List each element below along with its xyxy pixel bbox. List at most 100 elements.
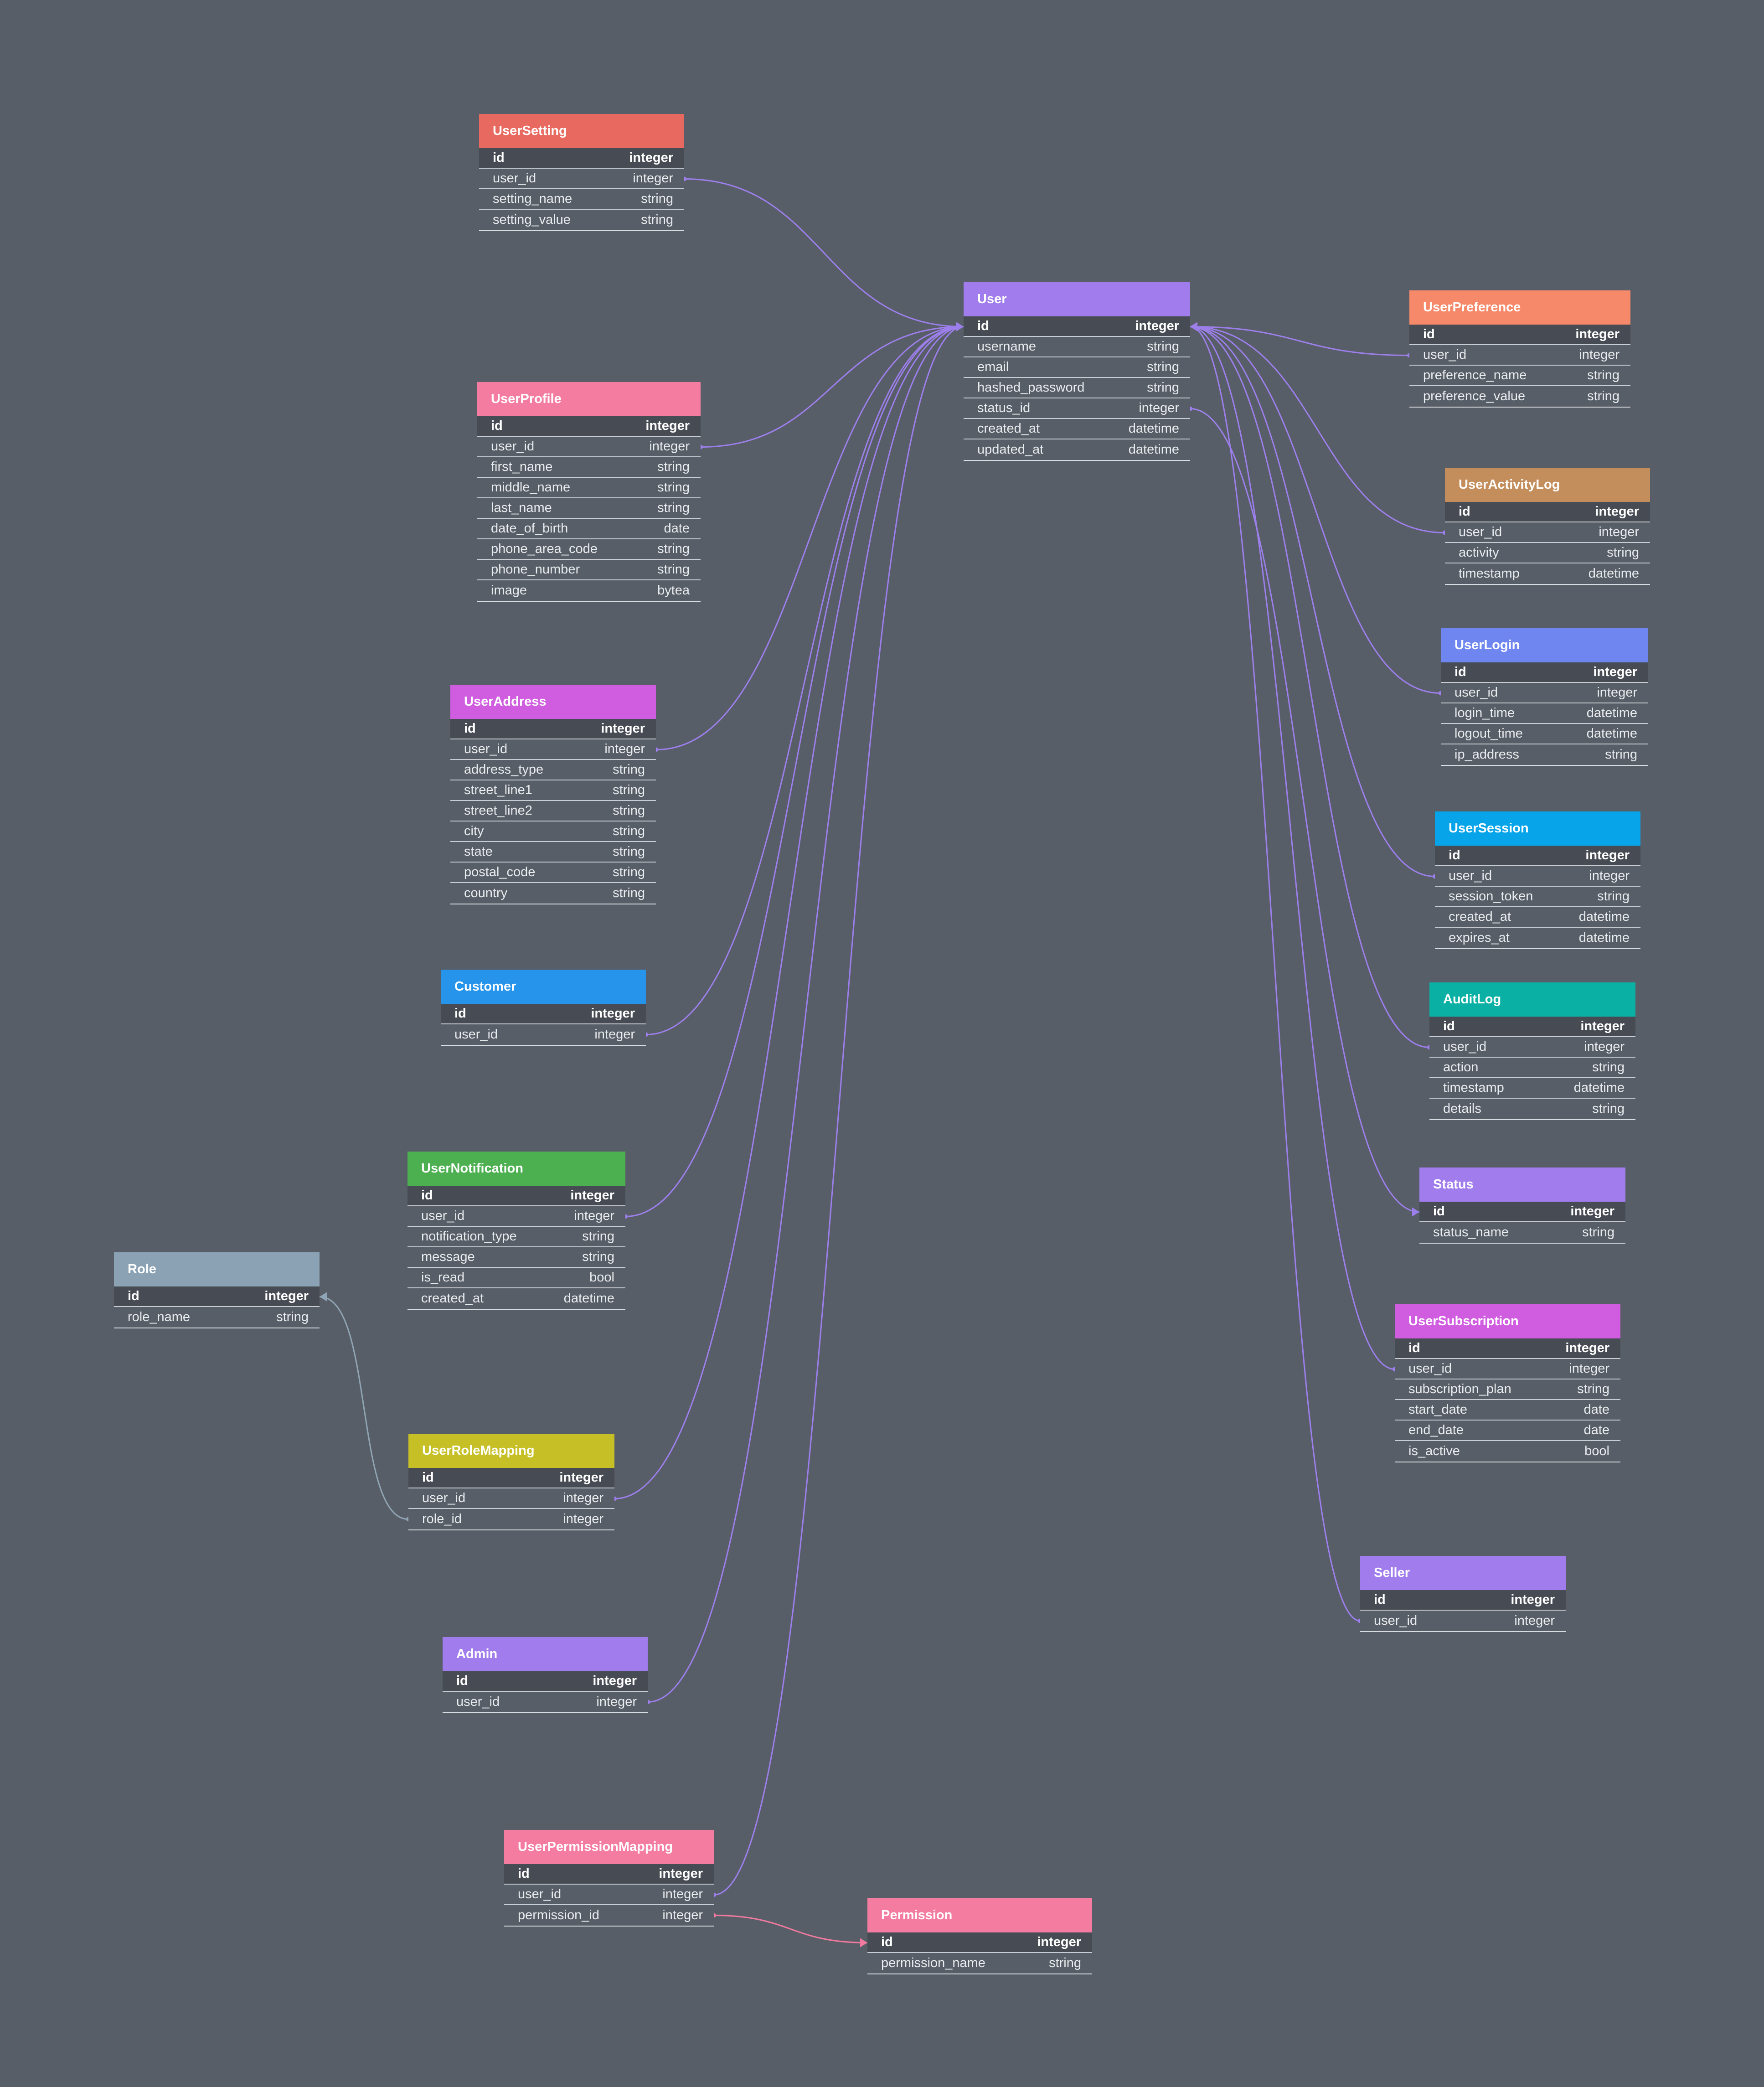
table-header[interactable]: UserSubscription	[1395, 1304, 1620, 1338]
table-header[interactable]: UserNotification	[407, 1152, 625, 1186]
field-name: id	[464, 721, 476, 736]
field-type: integer	[662, 1887, 703, 1901]
relation-edge-userrolemapping-user	[614, 326, 964, 1499]
field-type: string	[1147, 380, 1179, 395]
field-type: datetime	[1578, 930, 1630, 945]
table-header[interactable]: User	[964, 282, 1190, 316]
field-row: user_id integer	[450, 739, 656, 760]
table-header[interactable]: Admin	[443, 1637, 648, 1671]
table-header[interactable]: Role	[114, 1252, 320, 1286]
field-name: user_id	[1449, 868, 1492, 883]
field-name: state	[464, 844, 493, 859]
field-name: id	[1443, 1019, 1455, 1033]
relation-edge-useraddress-user	[655, 326, 964, 750]
field-name: preference_name	[1423, 368, 1527, 382]
relation-arrowhead-icon	[1412, 1207, 1419, 1217]
field-type: string	[657, 501, 690, 515]
field-name: user_id	[464, 742, 508, 756]
field-name: city	[464, 824, 484, 838]
field-type: integer	[1037, 1935, 1081, 1949]
field-type: datetime	[1588, 566, 1639, 581]
field-name: middle_name	[491, 480, 571, 495]
table-header[interactable]: UserProfile	[477, 382, 701, 416]
field-name: id	[1459, 504, 1470, 519]
field-type: string	[641, 191, 673, 206]
field-type: integer	[1599, 525, 1639, 539]
table-header[interactable]: UserRoleMapping	[408, 1434, 614, 1468]
field-type: integer	[604, 742, 645, 756]
table-header[interactable]: UserSetting	[479, 114, 684, 148]
table-header[interactable]: UserActivityLog	[1445, 468, 1650, 502]
table-header[interactable]: Seller	[1360, 1556, 1566, 1590]
field-name: role_name	[128, 1310, 191, 1324]
relation-edge-customer-user	[645, 326, 964, 1035]
field-name: status_name	[1433, 1225, 1509, 1240]
field-type: string	[613, 783, 645, 797]
field-type: integer	[563, 1491, 603, 1505]
field-name: id	[491, 418, 503, 433]
field-type: integer	[629, 150, 673, 165]
field-type: integer	[591, 1006, 635, 1021]
table-header[interactable]: UserPreference	[1409, 290, 1630, 325]
field-type: datetime	[1128, 442, 1179, 457]
field-name: id	[128, 1289, 139, 1303]
relation-edge-usersession-user	[1190, 326, 1435, 877]
field-type: string	[613, 886, 645, 900]
field-type: datetime	[1578, 909, 1630, 924]
field-name: id	[422, 1470, 434, 1485]
table-header[interactable]: UserSession	[1435, 811, 1640, 846]
relation-edge-userpermissionmapping-permission	[713, 1915, 868, 1943]
table-header[interactable]: Customer	[441, 970, 646, 1004]
field-name: created_at	[421, 1291, 484, 1306]
field-type: string	[1587, 368, 1620, 382]
field-name: id	[518, 1866, 530, 1881]
table-header[interactable]: UserLogin	[1441, 628, 1648, 662]
field-name: message	[421, 1250, 475, 1264]
table-header[interactable]: Status	[1419, 1167, 1625, 1202]
field-name: setting_value	[493, 212, 571, 227]
table-header[interactable]: UserPermissionMapping	[504, 1830, 714, 1864]
field-type: integer	[574, 1209, 614, 1223]
table-header[interactable]: Permission	[867, 1898, 1092, 1932]
table-header[interactable]: UserAddress	[450, 685, 656, 719]
field-name: subscription_plan	[1408, 1382, 1511, 1396]
field-type: integer	[1584, 1039, 1625, 1054]
field-type: string	[1592, 1060, 1625, 1074]
field-name: user_id	[493, 171, 536, 186]
table-header[interactable]: AuditLog	[1429, 982, 1635, 1017]
field-type: string	[1597, 889, 1630, 904]
field-name: id	[1374, 1592, 1386, 1607]
